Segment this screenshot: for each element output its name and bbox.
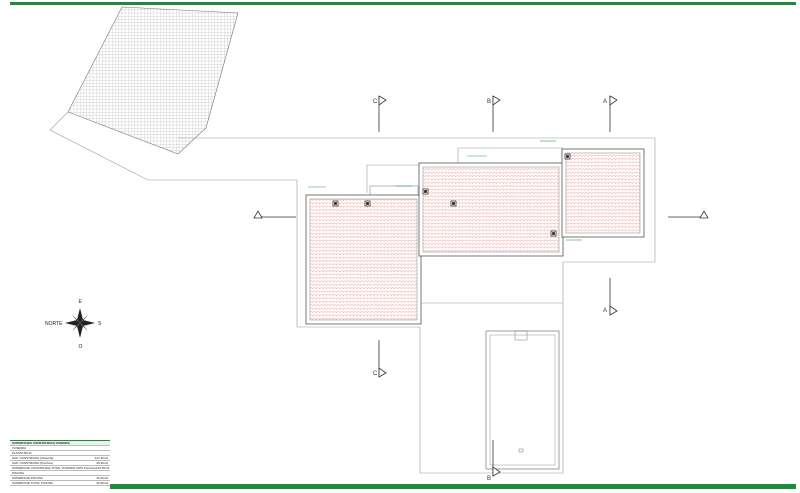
section-label-c-bottom: C <box>373 371 378 377</box>
legend-row: SUPERFICIE CONSTRUIDA TOTAL VIVIENDA (50… <box>10 466 110 471</box>
section-label-c-top: C <box>373 99 378 105</box>
section-label-a-top: A <box>603 99 607 105</box>
legend-row: PISCINA <box>10 471 110 476</box>
section-marker-b-bottom <box>492 440 501 477</box>
legend-row-label: VIVIENDA <box>12 446 27 450</box>
compass-east: E <box>79 299 83 305</box>
chimneys <box>332 153 571 237</box>
section-marker-right <box>668 210 709 219</box>
legend-row-value: 32,00m2 <box>96 476 108 480</box>
compass-west: O <box>79 344 83 350</box>
legend-row-label: SUPERFICIE TOTAL PISCINA <box>12 481 53 485</box>
pool <box>485 330 560 470</box>
slope-tags <box>308 140 582 241</box>
legend-row-value: 32,00m2 <box>96 481 108 485</box>
top-border-rule <box>10 2 796 5</box>
bottom-border-rule <box>110 484 796 489</box>
legend-row: SUPERFICIE PISCINA 32,00m2 <box>10 476 110 481</box>
legend-row-label: SUP. CONSTRUIDA (Vivienda) <box>12 456 54 460</box>
legend-row: VIVIENDA <box>10 446 110 451</box>
compass-south: S <box>98 321 102 327</box>
section-markers <box>253 95 709 477</box>
section-marker-c-bottom <box>378 340 387 378</box>
legend-row-value: 140,55m2 <box>95 466 110 470</box>
legend-row-label: SUP. CONSTRUIDA (Porches) <box>12 461 53 465</box>
section-marker-c-top <box>378 95 387 132</box>
pergola-grid-area <box>67 6 239 155</box>
legend-row: SUP. CONSTRUIDA (Porches) 26,36m2 <box>10 461 110 466</box>
section-marker-left <box>253 210 296 219</box>
section-label-b-top: B <box>487 99 491 105</box>
legend-row-label: SUPERFICIE PISCINA <box>12 476 43 480</box>
section-label-a-bottom: A <box>603 308 607 314</box>
porch-roof-small <box>369 185 419 196</box>
legend-title: SUPERFICIES CONSTRUIDAS VIVIENDA <box>12 441 70 445</box>
surface-legend-table: SUPERFICIES CONSTRUIDAS VIVIENDA VIVIEND… <box>10 440 110 486</box>
section-marker-a-top <box>609 95 618 132</box>
section-label-b-bottom: B <box>487 476 491 482</box>
legend-row-label: SUPERFICIE CONSTRUIDA TOTAL VIVIENDA (50… <box>12 466 96 470</box>
roof-volumes <box>305 148 645 325</box>
legend-title-row: SUPERFICIES CONSTRUIDAS VIVIENDA <box>10 441 110 446</box>
legend-row-label: PLANTA BAJA <box>12 451 32 455</box>
section-marker-b-top <box>492 95 501 132</box>
legend-row-value: 127,36m2 <box>94 456 108 460</box>
legend-row-value: 26,36m2 <box>96 461 108 465</box>
legend-row: PLANTA BAJA <box>10 451 110 456</box>
legend-row-label: PISCINA <box>12 471 25 475</box>
plot-boundary <box>49 111 656 474</box>
legend-row: SUP. CONSTRUIDA (Vivienda) 127,36m2 <box>10 456 110 461</box>
compass-rose: E O NORTE S <box>45 299 102 350</box>
section-labels: C B A A C B <box>373 99 607 482</box>
section-marker-a-bottom <box>609 278 618 316</box>
legend-row: SUPERFICIE TOTAL PISCINA 32,00m2 <box>10 481 110 486</box>
compass-north: NORTE <box>45 321 63 327</box>
